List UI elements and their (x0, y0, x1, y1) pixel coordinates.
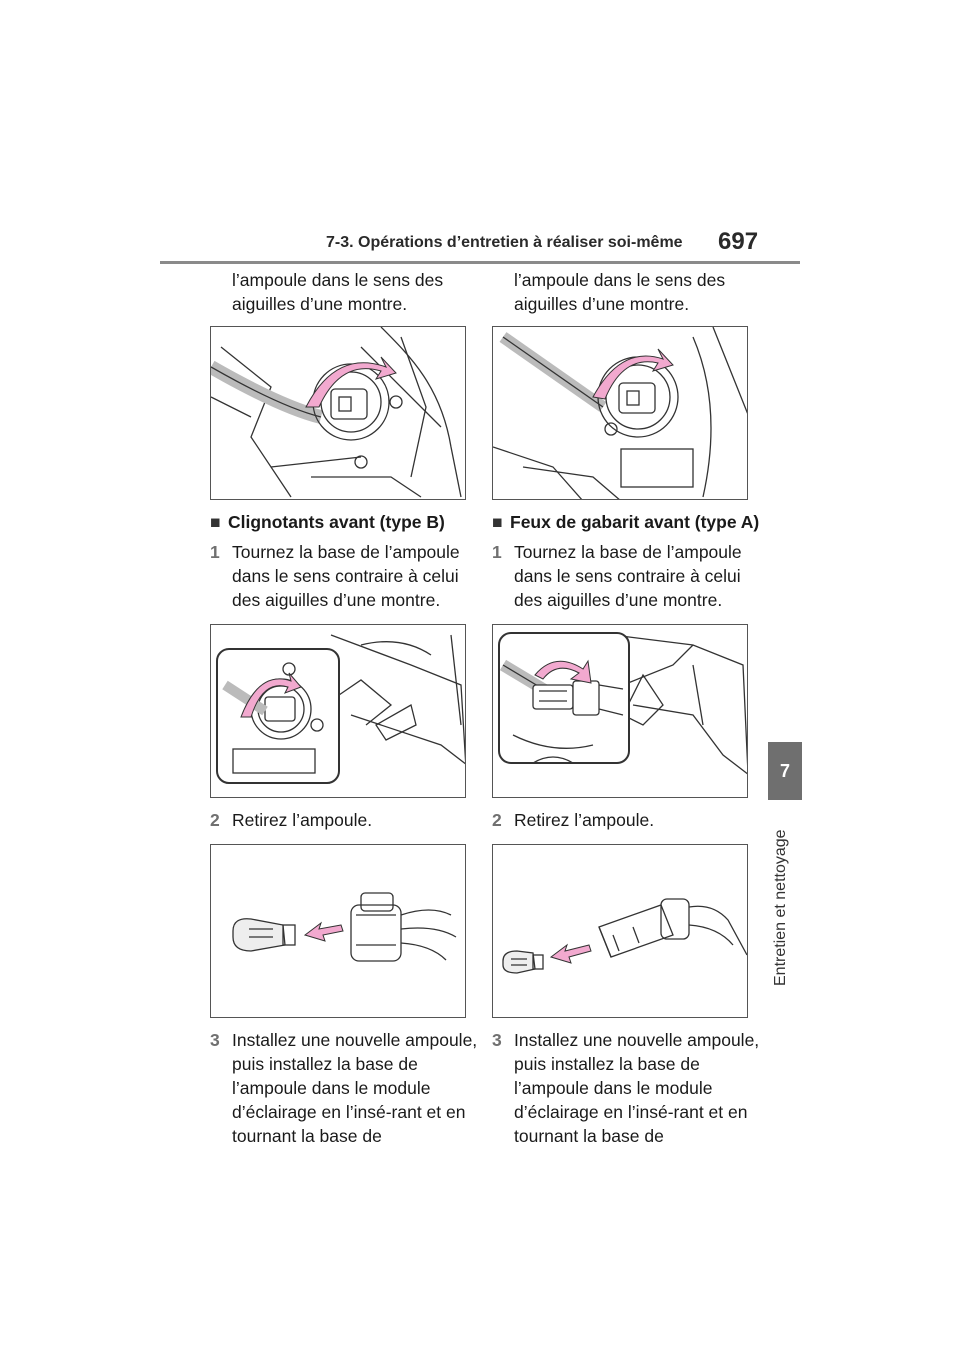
left-column: l’ampoule dans le sens des aiguilles d’u… (210, 268, 478, 1148)
header-divider (160, 261, 800, 264)
section-title-front-turn-signal-b: ■ Clignotants avant (type B) (210, 512, 445, 532)
intro-text: l’ampoule dans le sens des aiguilles d’u… (232, 270, 444, 314)
page-header-title: 7-3. Opérations d’entretien à réaliser s… (326, 234, 683, 251)
step-1: 1 Tournez la base de l’ampoule dans le s… (210, 542, 460, 610)
step-2: 2 Retirez l’ampoule. (210, 810, 373, 830)
step-2: 2 Retirez l’ampoule. (492, 810, 655, 830)
section-title-front-position-lights-a: ■ Feux de gabarit avant (type A) (492, 512, 760, 532)
page-number: 697 (718, 228, 759, 255)
step-1: 1 Tournez la base de l’ampoule dans le s… (492, 542, 742, 610)
square-bullet-icon: ■ (210, 512, 221, 532)
intro-text: l’ampoule dans le sens des aiguilles d’u… (514, 270, 726, 314)
right-column: l’ampoule dans le sens des aiguilles d’u… (492, 268, 760, 1148)
illustration-install-bulb-base-right (492, 326, 748, 500)
chapter-label: Entretien et nettoyage (772, 829, 789, 987)
illustration-turn-bulb-base-left (210, 624, 466, 798)
square-bullet-icon: ■ (492, 512, 503, 532)
illustration-remove-bulb-left (210, 844, 466, 1018)
illustration-remove-bulb-right (492, 844, 748, 1018)
step-3: 3 Installez une nouvelle ampoule, puis i… (492, 1030, 760, 1146)
illustration-turn-bulb-base-right (492, 624, 748, 798)
step-3: 3 Installez une nouvelle ampoule, puis i… (210, 1030, 478, 1146)
chapter-tab: 7 (768, 742, 802, 800)
illustration-install-bulb-base-left (210, 326, 466, 500)
